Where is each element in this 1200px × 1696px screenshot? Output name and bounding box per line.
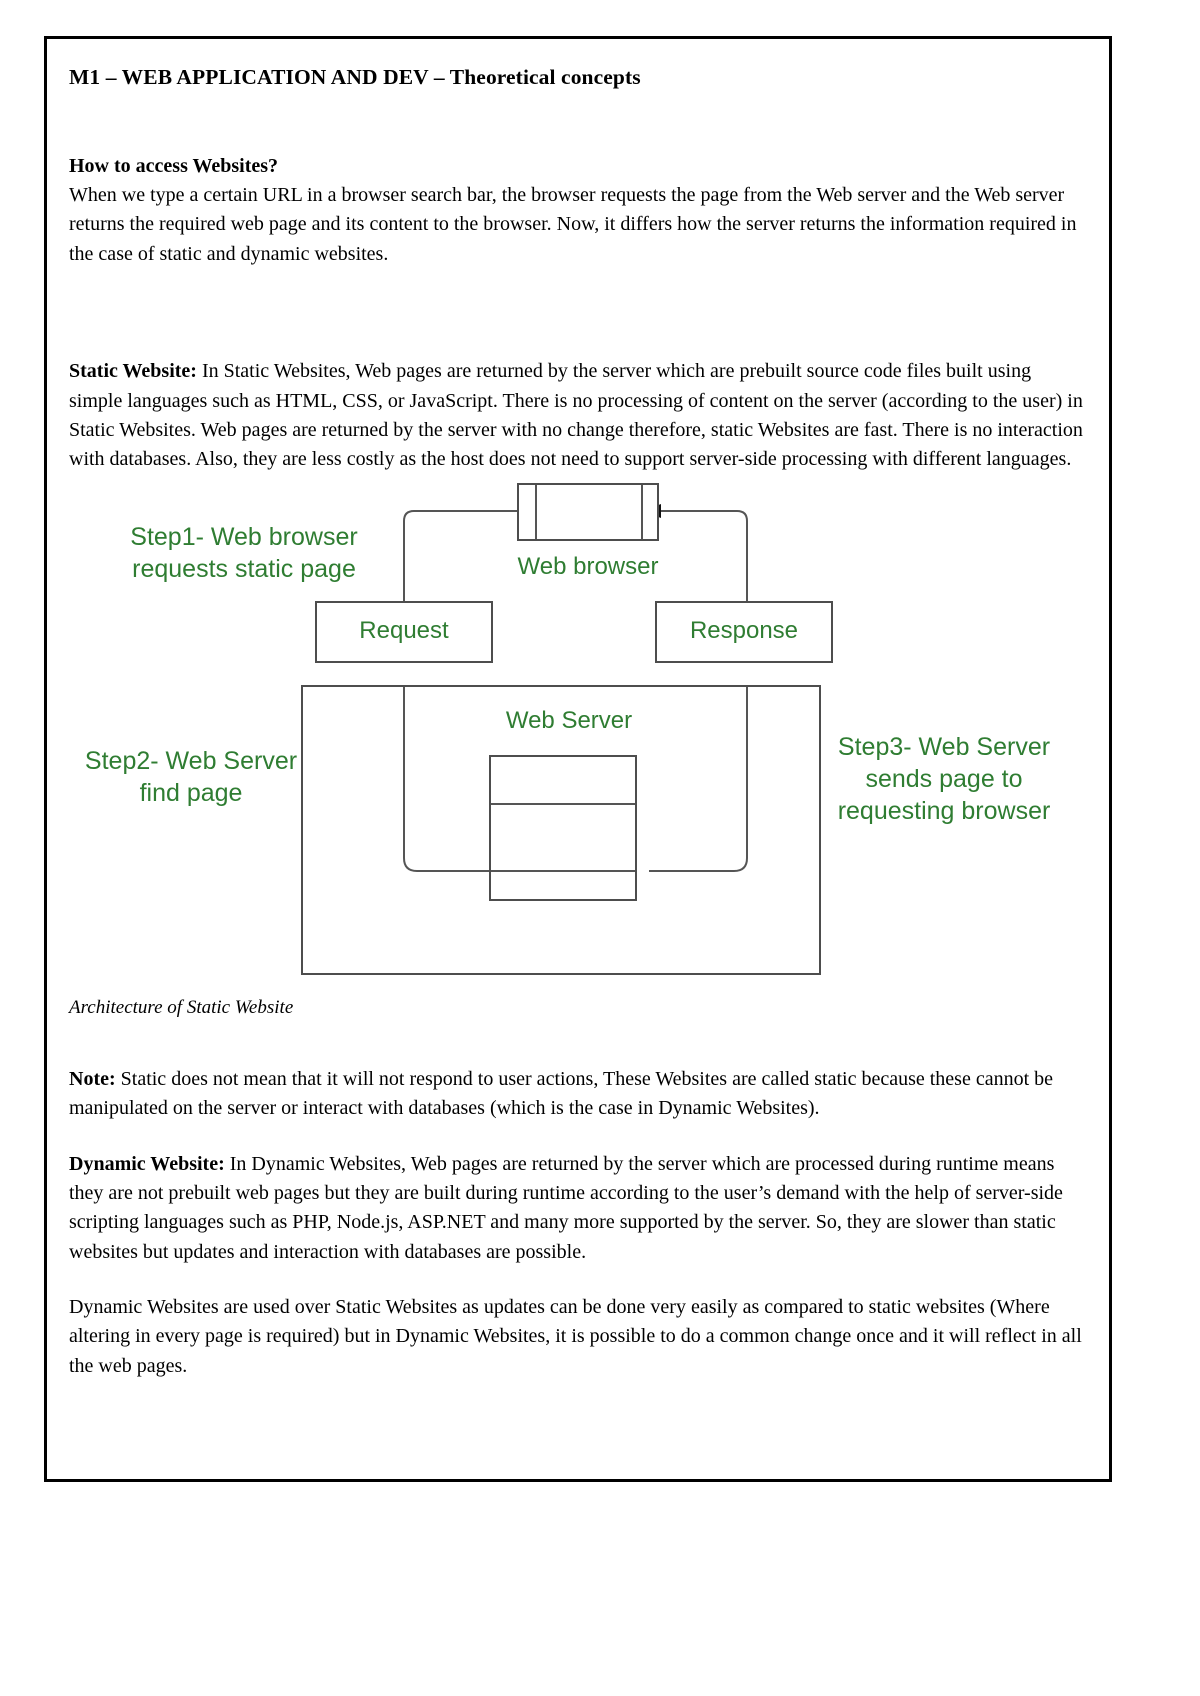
spacer (69, 983, 1087, 997)
paragraph-access-websites: When we type a certain URL in a browser … (69, 184, 1077, 265)
web-server-stack-divider-2 (491, 869, 635, 872)
label-note: Note: (69, 1067, 116, 1090)
spacer (69, 1019, 1087, 1065)
label-dynamic-website: Dynamic Website: (69, 1152, 225, 1175)
connector-response-to-browser (661, 509, 748, 625)
spacer (69, 331, 1087, 357)
spacer (69, 1267, 1087, 1293)
label-step1: Step1- Web browser requests static page (130, 522, 358, 583)
page-title: M1 – WEB APPLICATION AND DEV – Theoretic… (69, 65, 641, 89)
label-step3: Step3- Web Server sends page to requesti… (837, 732, 1051, 825)
spacer (69, 269, 1087, 331)
text-note: Static does not mean that it will not re… (69, 1067, 1054, 1120)
connector-request-to-server (403, 685, 512, 872)
heading-how-to-access-websites: How to access Websites? (69, 155, 279, 177)
label-web-server: Web Server (505, 706, 633, 734)
web-browser-right-divider (641, 484, 643, 539)
document-content: M1 – WEB APPLICATION AND DEV – Theoretic… (69, 61, 1087, 1469)
web-server-stack-divider-1 (491, 802, 635, 805)
label-request: Request (359, 616, 449, 644)
document-page-border: M1 – WEB APPLICATION AND DEV – Theoretic… (44, 36, 1112, 1482)
web-browser-box (517, 482, 659, 541)
paragraph-dynamic-website: Dynamic Website: In Dynamic Websites, We… (69, 1150, 1087, 1268)
connector-browser-to-request (403, 509, 629, 625)
web-server-stack (489, 754, 637, 901)
paragraph-dynamic-vs-static: Dynamic Websites are used over Static We… (69, 1296, 1082, 1377)
web-browser-left-divider (535, 484, 537, 539)
paragraph-note: Note: Static does not mean that it will … (69, 1065, 1087, 1124)
label-step2: Step2- Web Server find page (84, 746, 298, 807)
paragraph-static-website: Static Website: In Static Websites, Web … (69, 357, 1087, 475)
spacer (69, 90, 1087, 152)
label-web-browser: Web browser (517, 552, 659, 580)
web-server-container (301, 684, 821, 975)
response-box (655, 600, 833, 663)
label-response: Response (689, 616, 799, 644)
figure-caption: Architecture of Static Website (69, 996, 294, 1018)
label-static-website: Static Website: (69, 360, 197, 383)
text-static-website: In Static Websites, Web pages are return… (69, 360, 1083, 471)
request-box (315, 600, 493, 663)
text-dynamic-website: In Dynamic Websites, Web pages are retur… (69, 1152, 1063, 1263)
spacer (69, 1124, 1087, 1150)
connector-server-to-response (649, 685, 748, 872)
figure-static-website-architecture: Web browser Request Response Web Server … (69, 482, 1093, 983)
